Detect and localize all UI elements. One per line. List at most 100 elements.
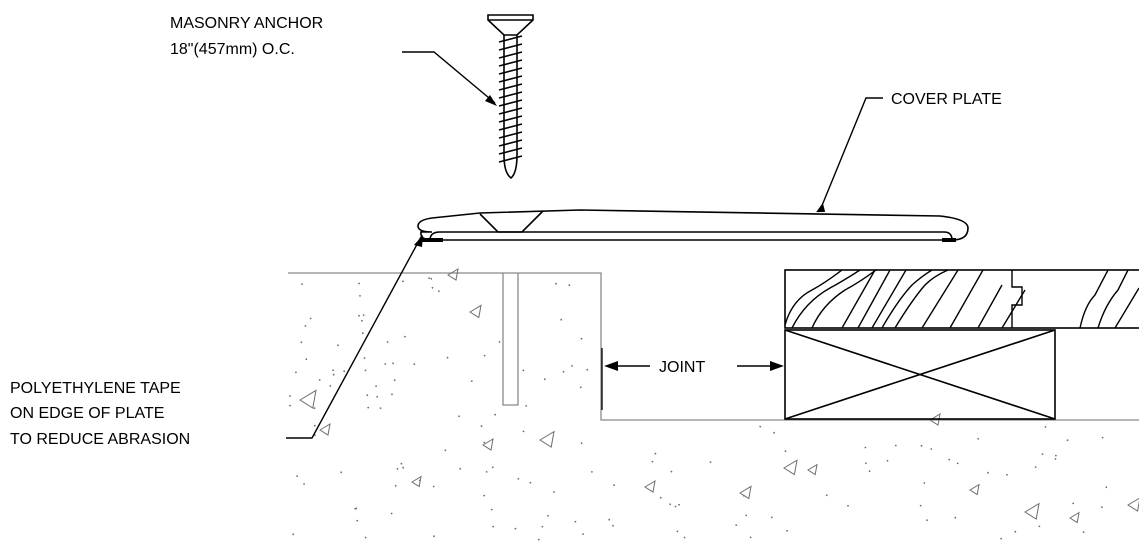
aggregate-dot xyxy=(361,319,363,322)
screw-thread xyxy=(498,115,523,123)
sleeper-block xyxy=(784,329,1056,420)
aggregate-dot xyxy=(1054,458,1057,460)
aggregate-dot xyxy=(773,431,775,434)
aggregate-dot xyxy=(367,406,370,409)
aggregate-dot xyxy=(296,475,298,477)
aggregate-dot xyxy=(337,344,339,347)
aggregate-dot xyxy=(402,466,405,469)
aggregate-stone xyxy=(482,438,494,451)
aggregate-dot xyxy=(1055,454,1057,457)
aggregate-stone xyxy=(299,389,317,409)
aggregate-stone xyxy=(447,268,459,281)
aggregate-dot xyxy=(304,325,307,327)
aggregate-dot xyxy=(1041,453,1044,455)
aggregate-dot xyxy=(390,512,393,515)
aggregate-dot xyxy=(313,424,316,427)
aggregate-dot xyxy=(987,471,989,474)
screw-thread xyxy=(498,75,523,83)
aggregate-dot xyxy=(553,491,555,493)
aggregate-dot xyxy=(292,533,295,536)
concrete-slab xyxy=(288,272,1139,421)
aggregate-dot xyxy=(498,341,501,343)
aggregate-dot xyxy=(391,393,393,396)
aggregate-dot xyxy=(683,536,686,539)
aggregate-dot xyxy=(363,357,366,359)
aggregate-dot xyxy=(582,533,584,535)
screw-thread xyxy=(498,107,523,115)
aggregate-dot xyxy=(956,462,959,465)
aggregate-dot xyxy=(332,369,334,372)
aggregate-dot xyxy=(613,484,615,487)
aggregate-dot xyxy=(1044,426,1047,428)
aggregate-dot xyxy=(580,442,583,445)
aggregate-dot xyxy=(1038,525,1041,528)
aggregate-dot xyxy=(825,494,828,497)
aggregate-dot xyxy=(517,478,520,480)
screw-thread xyxy=(498,91,523,99)
aggregate-dot xyxy=(303,483,305,485)
screw-thread xyxy=(498,51,523,59)
aggregate-dot xyxy=(431,286,434,289)
masonry-anchor xyxy=(487,14,534,180)
aggregate-dot xyxy=(480,425,483,428)
aggregate-dot xyxy=(364,536,367,539)
screw-thread xyxy=(498,67,523,75)
aggregate-dot xyxy=(430,277,433,280)
aggregate-dot xyxy=(362,314,365,316)
aggregate-dot xyxy=(366,394,369,397)
aggregate-dot xyxy=(674,505,677,508)
aggregate-dot xyxy=(562,370,565,373)
screw-thread xyxy=(498,139,523,147)
aggregate-dot xyxy=(659,496,662,499)
aggregate-dot xyxy=(379,407,382,409)
tape-label-line1: POLYETHYLENE TAPE xyxy=(10,380,181,397)
aggregate-dot xyxy=(977,438,980,440)
aggregate-dot xyxy=(1014,530,1017,533)
aggregate-dot xyxy=(514,527,517,530)
aggregate-dot xyxy=(847,504,849,507)
aggregate-stone xyxy=(739,485,752,500)
aggregate-dot xyxy=(555,282,557,285)
screw-thread xyxy=(498,155,523,163)
aggregate-dot xyxy=(396,468,399,470)
aggregate-dot xyxy=(329,385,332,387)
aggregate-dot xyxy=(1101,506,1103,508)
aggregate-dot xyxy=(343,370,346,373)
aggregate-dot xyxy=(361,332,364,335)
anchor-label-line2: 18"(457mm) O.C. xyxy=(170,41,295,58)
screw-thread xyxy=(498,35,523,43)
aggregate-dot xyxy=(574,520,577,523)
aggregate-dot xyxy=(444,449,447,452)
leader-lines xyxy=(286,51,883,439)
aggregate-dot xyxy=(458,415,460,418)
concrete-aggregate xyxy=(289,268,1139,541)
aggregate-dot xyxy=(591,471,593,473)
aggregate-dot xyxy=(1082,531,1085,533)
leader-arrowheads xyxy=(414,95,826,371)
aggregate-dot xyxy=(483,354,486,357)
aggregate-dot xyxy=(1034,466,1037,468)
joint-label: JOINT xyxy=(659,359,705,376)
aggregate-stone xyxy=(1127,497,1139,512)
aggregate-dot xyxy=(433,535,435,538)
aggregate-dot xyxy=(358,314,360,317)
aggregate-dot xyxy=(428,277,430,280)
aggregate-dot xyxy=(289,395,291,397)
aggregate-dot xyxy=(920,444,923,447)
aggregate-dot xyxy=(749,536,752,539)
aggregate-dot xyxy=(919,504,922,507)
aggregate-stone xyxy=(807,463,818,476)
aggregate-dot xyxy=(894,444,897,447)
aggregate-dot xyxy=(491,466,494,469)
aggregate-dot xyxy=(541,525,544,528)
aggregate-dot xyxy=(525,405,528,407)
screw-thread xyxy=(498,59,523,67)
aggregate-dot xyxy=(560,318,563,321)
aggregate-dot xyxy=(295,371,297,374)
aggregate-dot xyxy=(318,379,321,381)
aggregate-dot xyxy=(654,452,657,455)
aggregate-dot xyxy=(948,458,951,461)
tape-label-line2: ON EDGE OF PLATE xyxy=(10,405,164,422)
